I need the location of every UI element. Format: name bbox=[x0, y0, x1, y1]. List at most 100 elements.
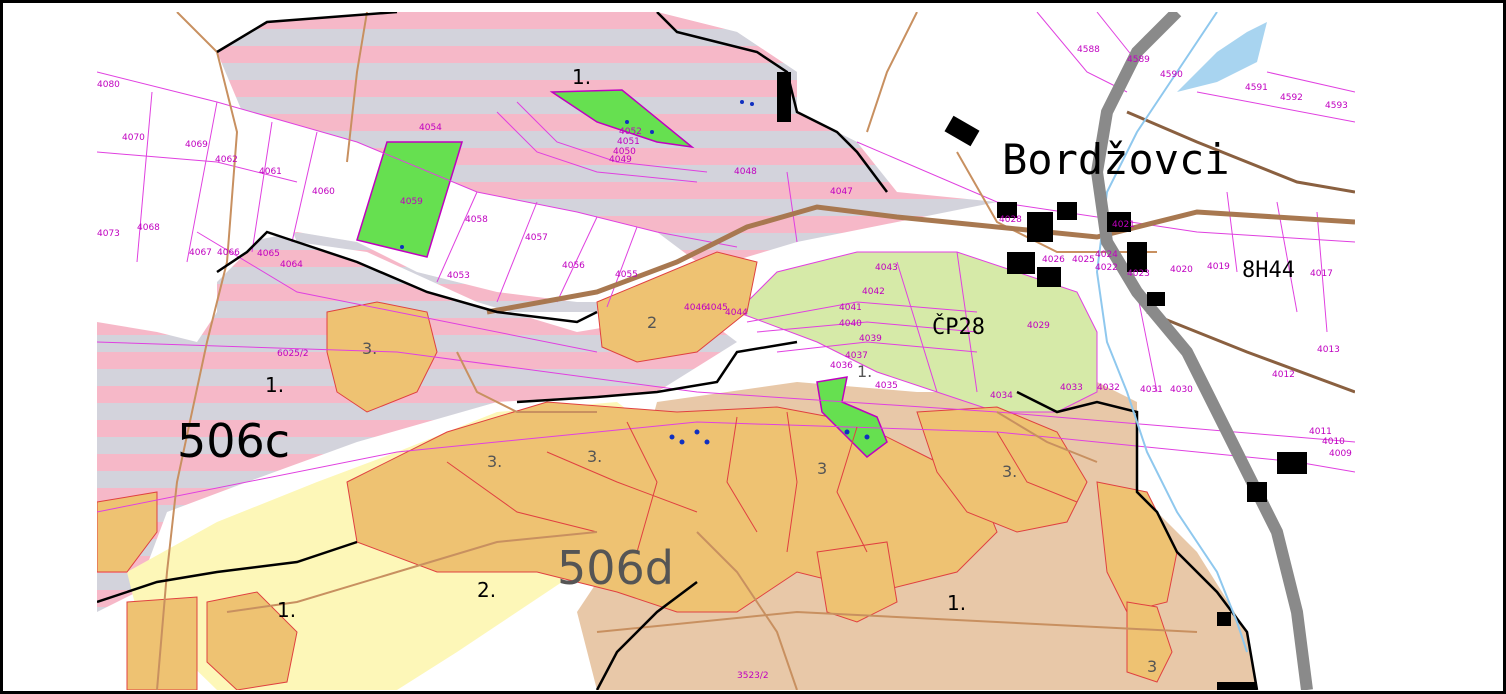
svg-text:4043: 4043 bbox=[875, 263, 898, 273]
svg-text:4031: 4031 bbox=[1140, 385, 1163, 395]
svg-text:4060: 4060 bbox=[312, 187, 335, 197]
parcel-numbers: 4080 4070 4069 4062 4061 4060 4059 4058 … bbox=[97, 45, 1352, 681]
svg-text:4066: 4066 bbox=[217, 248, 240, 258]
svg-text:4592: 4592 bbox=[1280, 93, 1303, 103]
section-506c-label: 506c bbox=[177, 414, 290, 468]
svg-text:4010: 4010 bbox=[1322, 437, 1345, 447]
svg-text:4073: 4073 bbox=[97, 229, 120, 239]
svg-text:4023: 4023 bbox=[1127, 269, 1150, 279]
track-east bbox=[1126, 110, 1355, 194]
unit-label: 1. bbox=[265, 373, 284, 397]
svg-text:4034: 4034 bbox=[990, 391, 1013, 401]
svg-text:4022: 4022 bbox=[1095, 263, 1118, 273]
stand-edge-west[interactable] bbox=[97, 491, 158, 573]
svg-text:4026: 4026 bbox=[1042, 255, 1065, 265]
svg-text:4033: 4033 bbox=[1060, 383, 1083, 393]
svg-text:4041: 4041 bbox=[839, 303, 862, 313]
parcel-4059-green[interactable] bbox=[356, 141, 464, 258]
svg-text:4053: 4053 bbox=[447, 271, 470, 281]
svg-text:4589: 4589 bbox=[1127, 55, 1150, 65]
svg-text:4050: 4050 bbox=[613, 147, 636, 157]
buildings bbox=[777, 72, 1307, 690]
svg-text:4036: 4036 bbox=[830, 361, 853, 371]
stand-3-west[interactable] bbox=[326, 301, 438, 413]
svg-text:4062: 4062 bbox=[215, 155, 238, 165]
svg-text:4044: 4044 bbox=[725, 308, 748, 318]
east-parcels-area bbox=[1127, 162, 1355, 472]
svg-text:4029: 4029 bbox=[1027, 321, 1050, 331]
stand-2-north[interactable] bbox=[596, 251, 758, 363]
svg-text:6025/2: 6025/2 bbox=[277, 349, 309, 359]
svg-text:4046: 4046 bbox=[684, 303, 707, 313]
unit-label: 2. bbox=[477, 578, 496, 602]
unit-label: 3 bbox=[1147, 657, 1157, 676]
river bbox=[1095, 12, 1248, 653]
svg-text:4039: 4039 bbox=[859, 334, 882, 344]
svg-text:4055: 4055 bbox=[615, 270, 638, 280]
svg-text:4025: 4025 bbox=[1072, 255, 1095, 265]
cp28-zone[interactable] bbox=[736, 251, 1098, 413]
stand-south[interactable] bbox=[816, 541, 898, 623]
svg-text:4052: 4052 bbox=[619, 127, 642, 137]
main-track bbox=[486, 204, 1355, 315]
svg-text:4058: 4058 bbox=[465, 215, 488, 225]
svg-text:4080: 4080 bbox=[97, 80, 120, 90]
svg-text:4061: 4061 bbox=[259, 167, 282, 177]
svg-text:4051: 4051 bbox=[617, 137, 640, 147]
stand-3-east[interactable] bbox=[916, 406, 1088, 533]
unit-label: 1. bbox=[857, 362, 872, 381]
svg-text:4021: 4021 bbox=[1112, 220, 1135, 230]
section-8h44-label: 8H44 bbox=[1242, 258, 1295, 283]
svg-text:4048: 4048 bbox=[734, 167, 757, 177]
unit-label: 1. bbox=[947, 591, 966, 615]
main-road bbox=[1090, 12, 1313, 690]
svg-text:4047: 4047 bbox=[830, 187, 853, 197]
survey-points bbox=[400, 100, 870, 445]
svg-text:4042: 4042 bbox=[862, 287, 885, 297]
svg-text:4056: 4056 bbox=[562, 261, 585, 271]
svg-text:4064: 4064 bbox=[280, 260, 303, 270]
svg-text:4067: 4067 bbox=[189, 248, 212, 258]
svg-text:4049: 4049 bbox=[609, 155, 632, 165]
unit-label: 3. bbox=[1002, 462, 1017, 481]
svg-text:4591: 4591 bbox=[1245, 83, 1268, 93]
svg-text:4045: 4045 bbox=[705, 303, 728, 313]
cadastral-map[interactable]: Bordžovci 506c 506d 8H44 ČP28 1. 1. 1. 1… bbox=[97, 12, 1355, 690]
stand-1-west[interactable] bbox=[206, 591, 298, 690]
section-cp28-label: ČP28 bbox=[932, 314, 985, 340]
svg-text:4588: 4588 bbox=[1077, 45, 1100, 55]
unit-label: 1. bbox=[277, 598, 296, 622]
unit-label: 3 bbox=[817, 459, 827, 478]
svg-text:4030: 4030 bbox=[1170, 385, 1193, 395]
stand-3-southeast[interactable] bbox=[1126, 601, 1173, 683]
unit-label: 2 bbox=[647, 313, 657, 332]
svg-text:4057: 4057 bbox=[525, 233, 548, 243]
svg-text:4040: 4040 bbox=[839, 319, 862, 329]
svg-text:4020: 4020 bbox=[1170, 265, 1193, 275]
section-506d-label: 506d bbox=[557, 541, 674, 595]
svg-text:4032: 4032 bbox=[1097, 383, 1120, 393]
svg-text:4028: 4028 bbox=[999, 215, 1022, 225]
svg-text:4593: 4593 bbox=[1325, 101, 1348, 111]
svg-text:4019: 4019 bbox=[1207, 262, 1230, 272]
svg-text:4059: 4059 bbox=[400, 197, 423, 207]
svg-text:4070: 4070 bbox=[122, 133, 145, 143]
forest-zone-upper bbox=[217, 12, 877, 222]
stand-southwest[interactable] bbox=[126, 596, 198, 690]
svg-text:4024: 4024 bbox=[1095, 250, 1118, 260]
svg-text:4065: 4065 bbox=[257, 249, 280, 259]
stand-boundaries bbox=[446, 411, 1078, 553]
svg-text:4054: 4054 bbox=[419, 123, 442, 133]
parcel-4050-green[interactable] bbox=[549, 89, 695, 149]
unit-label: 3. bbox=[587, 447, 602, 466]
place-name-label: Bordžovci bbox=[1002, 135, 1230, 184]
pond bbox=[1177, 22, 1267, 92]
svg-text:4035: 4035 bbox=[875, 381, 898, 391]
svg-text:4013: 4013 bbox=[1317, 345, 1340, 355]
unit-label: 1. bbox=[572, 65, 591, 89]
unit-label: 3. bbox=[362, 339, 377, 358]
svg-text:4069: 4069 bbox=[185, 140, 208, 150]
map-canvas[interactable]: Bordžovci 506c 506d 8H44 ČP28 1. 1. 1. 1… bbox=[97, 12, 1355, 690]
track-southeast bbox=[1146, 310, 1355, 394]
svg-text:3523/2: 3523/2 bbox=[737, 671, 769, 681]
